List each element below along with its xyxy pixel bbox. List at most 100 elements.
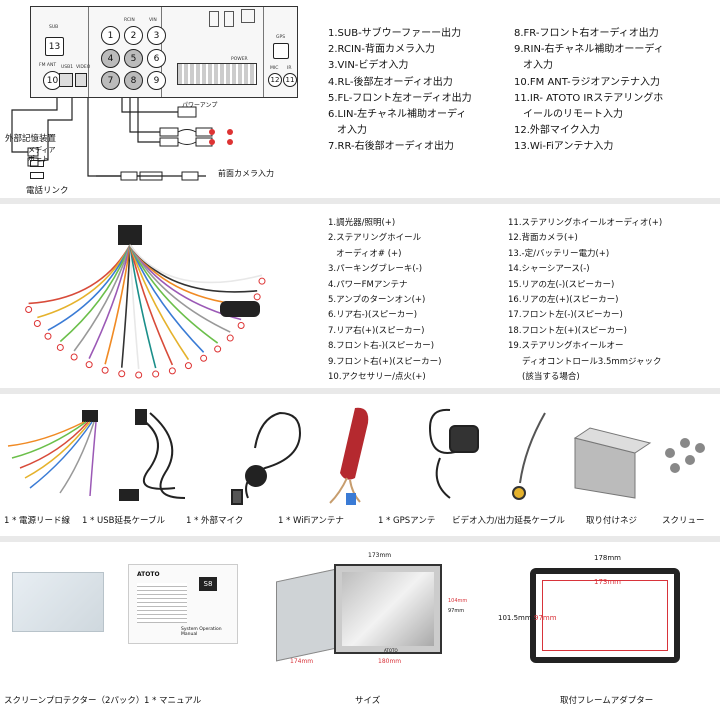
caption-wifi: 1 * WiFiアンテナ bbox=[278, 516, 344, 526]
port-desc-13: 13.Wi-Fiアンテナ入力 bbox=[514, 141, 614, 153]
caption-size: サイズ bbox=[355, 696, 381, 706]
harness-wire bbox=[59, 244, 131, 343]
harness-pin-marker bbox=[184, 362, 192, 370]
dim-frame-height-outer: 101.5mm bbox=[498, 614, 532, 622]
label-phone-link: 電話リンク bbox=[26, 186, 69, 196]
label-video: VIDEO bbox=[76, 65, 91, 70]
port-list-left: 1.SUB-サブウーファーー出力 2.RCIN-背面カメラ入力 3.VIN-ビデ… bbox=[328, 26, 503, 156]
port-9: 9 bbox=[147, 71, 166, 90]
label-sub: SUB bbox=[49, 25, 59, 30]
label-power: POWER bbox=[231, 57, 248, 62]
port-desc-10: 10.FM ANT-ラジオアンテナ入力 bbox=[514, 76, 660, 88]
wire-desc-1: 1.調光器/照明(+) bbox=[328, 218, 396, 228]
port-desc-1: 1.SUB-サブウーファーー出力 bbox=[328, 28, 462, 39]
power-lead-image bbox=[7, 410, 98, 497]
port-desc-9: 9.RIN-右チャネル補助オーーディ bbox=[514, 44, 664, 56]
wire-desc-3: 3.パーキングブレーキ(-) bbox=[328, 264, 423, 275]
usb-connector bbox=[59, 73, 73, 87]
harness-pin-marker bbox=[258, 277, 266, 285]
wire-desc-2b: オーディオ# (+) bbox=[336, 248, 402, 259]
label-media-port: メディア ポート bbox=[28, 146, 56, 163]
harness-pin-marker bbox=[56, 343, 64, 351]
front-camera-cable bbox=[96, 171, 206, 181]
label-mic: MIC bbox=[270, 66, 279, 71]
port-desc-11: 11.IR- ATOTO IRステアリングホ bbox=[514, 92, 664, 104]
wire-desc-7: 7.リア右(+)(スピーカー) bbox=[328, 325, 425, 336]
port-6: 6 bbox=[147, 49, 166, 68]
label-ir: IR bbox=[287, 66, 292, 71]
harness-section: 1.調光器/照明(+) 2.ステアリングホイール オーディオ# (+) 3.パー… bbox=[0, 204, 720, 384]
usb-plug-2 bbox=[30, 172, 44, 179]
harness-wire bbox=[120, 244, 131, 368]
dim-frame-height-inner: 97mm bbox=[534, 614, 557, 622]
harness-pin-marker bbox=[85, 361, 93, 369]
wire-desc-19c: (該当する場合) bbox=[522, 372, 580, 383]
port-12: 12 bbox=[268, 73, 282, 87]
mounting-bracket-image bbox=[573, 427, 652, 499]
harness-pin-marker bbox=[33, 319, 41, 327]
port-desc-11b: イールのリモート入力 bbox=[523, 109, 623, 121]
harness-pin-marker bbox=[25, 305, 33, 313]
port-desc-12: 12.外部マイク入力 bbox=[514, 125, 600, 137]
dim-width-top: 173mm bbox=[368, 552, 392, 559]
harness-wire bbox=[73, 244, 131, 352]
port-desc-2: 2.RCIN-背面カメラ入力 bbox=[328, 44, 436, 56]
head-unit-brand: ATOTO bbox=[384, 648, 398, 653]
caption-protector: スクリーンプロテクター（2パック） bbox=[4, 696, 145, 706]
caption-power-lead: 1 * 電源リード線 bbox=[4, 516, 71, 526]
harness-wire bbox=[28, 244, 131, 305]
caption-manual: 1 * マニュアル bbox=[144, 696, 202, 706]
harness-wire bbox=[129, 244, 157, 369]
port-11: 11 bbox=[283, 73, 297, 87]
caption-gps: 1 * GPSアンテ bbox=[378, 516, 436, 526]
frame-adapter-drawing: 178mm 173mm 101.5mm 97mm bbox=[498, 550, 718, 670]
harness-pin-marker bbox=[253, 293, 261, 301]
label-external-storage: 外部記憶装置 bbox=[5, 134, 57, 144]
usb-plug-1 bbox=[30, 160, 44, 167]
label-usb: USB1 bbox=[61, 65, 74, 70]
harness-pin-marker bbox=[70, 353, 78, 361]
caption-usb: 1 * USB延長ケーブル bbox=[82, 516, 166, 526]
harness-wire bbox=[104, 244, 131, 365]
harness-wire bbox=[47, 244, 131, 331]
harness-pin-marker bbox=[135, 371, 143, 379]
head-unit-dimension-drawing: ATOTO 173mm 180mm 174mm 104mm 97mm bbox=[272, 550, 472, 670]
manual-image: ATOTO S8 System Operation Manual bbox=[128, 564, 238, 644]
wire-list-left: 1.調光器/照明(+) 2.ステアリングホイール オーディオ# (+) 3.パー… bbox=[328, 216, 503, 385]
wire-desc-6: 6.リア右-)(スピーカー) bbox=[328, 310, 418, 321]
port-section: 13 1 2 3 4 5 6 10 7 8 9 12 11 SUB RCIN V… bbox=[0, 0, 720, 197]
wire-desc-10: 10.アクセサリー/点火(+) bbox=[328, 372, 426, 383]
head-unit-screen bbox=[342, 572, 434, 646]
accessories-illustration bbox=[7, 407, 705, 505]
label-front-camera: 前面カメラ入力 bbox=[218, 169, 274, 178]
harness-wire bbox=[88, 244, 131, 359]
wire-desc-18: 18.フロント左(+)(スピーカー) bbox=[508, 325, 627, 336]
port-desc-3: 3.VIN-ビデオ入力 bbox=[328, 60, 409, 72]
port-5: 5 bbox=[124, 49, 143, 68]
port-7: 7 bbox=[101, 71, 120, 90]
caption-video: ビデオ入力/出力延長ケーブル bbox=[452, 516, 565, 526]
manual-footer: System Operation Manual bbox=[181, 627, 222, 637]
harness-pin-marker bbox=[101, 366, 109, 374]
dim-frame-outer: 178mm bbox=[594, 554, 621, 562]
port-desc-8: 8.FR-フロント右オーディオ出力 bbox=[514, 28, 659, 39]
dim-depth: 174mm bbox=[290, 658, 314, 665]
label-vin: VIN bbox=[149, 18, 157, 23]
harness-wire bbox=[129, 244, 190, 361]
harness-pin-marker bbox=[118, 370, 126, 378]
harness-pin-marker bbox=[214, 345, 222, 353]
harness-wire bbox=[129, 244, 174, 366]
gps-antenna-image bbox=[428, 408, 479, 499]
wire-desc-16: 16.リアの左(+)(スピーカー) bbox=[508, 295, 619, 306]
power-connector bbox=[177, 63, 257, 85]
wire-desc-11: 11.ステアリングホイールオーディオ(+) bbox=[508, 218, 663, 228]
video-cable-image bbox=[512, 412, 546, 500]
screen-protector-image bbox=[12, 572, 104, 632]
dim-height-inner: 97mm bbox=[448, 608, 465, 614]
wifi-antenna-image bbox=[329, 407, 369, 505]
wire-desc-19: 19.ステアリングホイールオー bbox=[508, 341, 624, 352]
harness-wire bbox=[129, 244, 140, 370]
wire-desc-13: 13.-定/バッテリー電力(+) bbox=[508, 248, 610, 259]
port-1: 1 bbox=[101, 26, 120, 45]
section-divider-3 bbox=[0, 536, 720, 542]
